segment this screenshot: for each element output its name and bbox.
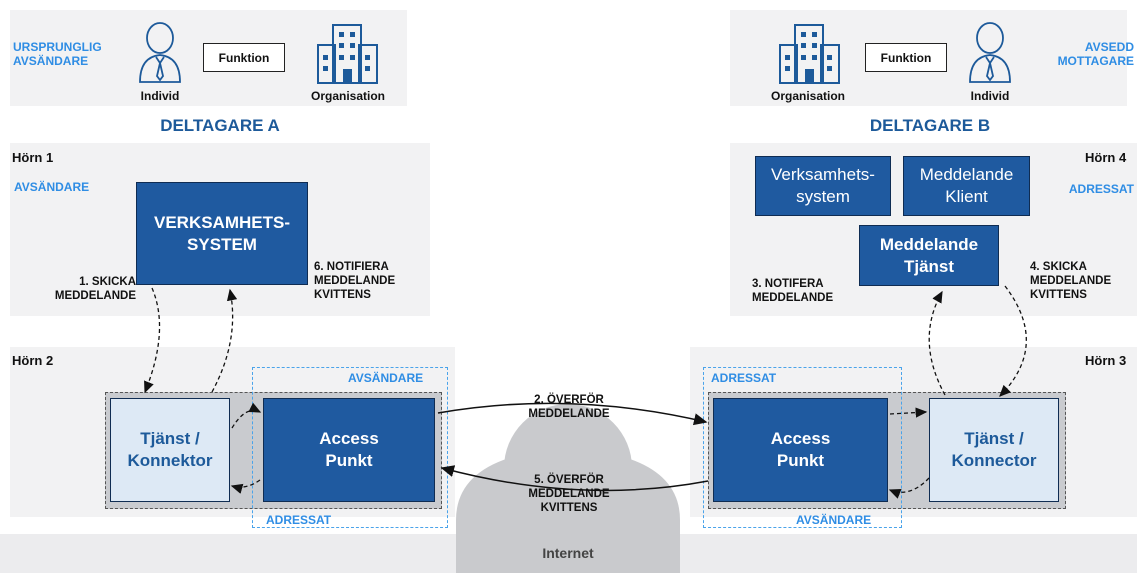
tjanst-konnektor-box-a: Tjänst / Konnektor [110,398,230,502]
step3-label: 3. NOTIFERA MEDDELANDE [752,278,834,304]
step1-label: 1. SKICKA MEDDELANDE [54,276,136,302]
corner3-access-outline [703,367,902,528]
individ-label-a: Individ [140,89,180,103]
corner2-label: Hörn 2 [12,353,54,368]
meddelande-tjanst-box: Meddelande Tjänst [859,225,999,286]
corner2-top-role: AVSÄNDARE [348,371,424,385]
function-box-a: Funktion [203,43,285,72]
access-punkt-box-a: Access Punkt [263,398,435,502]
corner3-label: Hörn 3 [1085,353,1127,368]
corner4-role: ADRESSAT [1068,182,1134,196]
meddelande-klient-box: Meddelande Klient [903,156,1030,216]
participant-b-title: DELTAGARE B [869,116,991,135]
corner1-label: Hörn 1 [12,150,54,165]
function-box-b: Funktion [865,43,947,72]
access-punkt-box-b: Access Punkt [713,398,888,502]
corner4-label: Hörn 4 [1085,150,1127,165]
corner3-top-role: ADRESSAT [711,371,777,385]
internet-label: Internet [542,545,594,561]
organisation-label-b: Organisation [770,89,845,103]
corner2-bottom-role: ADRESSAT [266,513,332,527]
verksamhetssystem-box-b: Verksamhets-system [755,156,891,216]
verksamhetssystem-box-a: VERKSAMHETS-SYSTEM [136,182,308,285]
step6-label: 6. NOTIFIERA MEDDELANDE KVITTENS [314,261,396,301]
corner2-access-outline [252,367,448,528]
organisation-label-a: Organisation [310,89,385,103]
step4-label: 4. SKICKA MEDDELANDE KVITTENS [1030,261,1112,301]
individ-label-b: Individ [970,89,1010,103]
tjanst-konnector-box-b: Tjänst / Konnector [929,398,1059,502]
intended-receiver-label: AVSEDD MOTTAGARE [1057,40,1134,68]
original-sender-label: URSPRUNGLIG AVSÄNDARE [13,40,102,68]
corner1-role: AVSÄNDARE [14,180,90,194]
participant-a-title: DELTAGARE A [160,116,280,135]
corner3-bottom-role: AVSÄNDARE [796,513,872,527]
